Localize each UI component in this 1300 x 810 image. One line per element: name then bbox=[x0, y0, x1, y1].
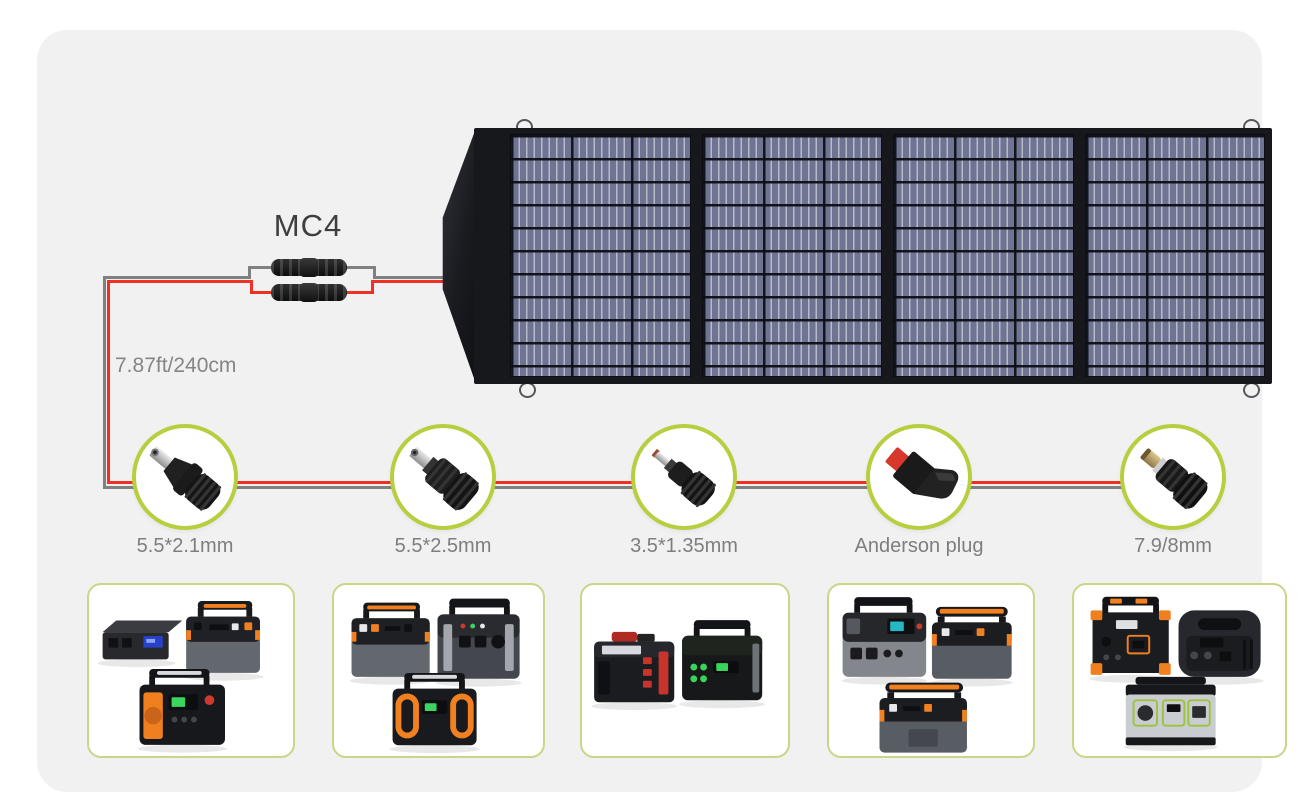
connector-label: 5.5*2.1mm bbox=[136, 535, 234, 557]
solar-panel-section bbox=[701, 134, 882, 377]
power-stations-photo bbox=[97, 601, 264, 753]
connector-circle-798 bbox=[1120, 424, 1226, 530]
compatible-devices-box-3 bbox=[580, 583, 790, 758]
solar-panel-flap bbox=[442, 128, 476, 384]
connector-circle-anderson bbox=[866, 424, 972, 530]
compatible-devices-box-5 bbox=[1072, 583, 1287, 758]
connector-label: 3.5*1.35mm bbox=[630, 535, 738, 557]
connector-circle-35135 bbox=[631, 424, 737, 530]
wire-gray-to-panel bbox=[373, 276, 449, 279]
compatible-devices-box-2 bbox=[332, 583, 545, 758]
connector-circle-5525 bbox=[390, 424, 496, 530]
power-stations-photo bbox=[349, 598, 522, 754]
solar-panel-section bbox=[1084, 134, 1265, 377]
dc-barrel-plug-7.9x8-icon bbox=[1140, 448, 1208, 510]
wire-gray-left-drop bbox=[103, 276, 106, 489]
compatible-devices-box-4 bbox=[827, 583, 1035, 758]
mc4-label: MC4 bbox=[273, 208, 343, 243]
wire-red-top-run bbox=[107, 280, 253, 283]
dc-barrel-plug-5.5x2.5-icon bbox=[409, 447, 479, 511]
wire-gray-top-run bbox=[103, 276, 250, 279]
solar-panel-section bbox=[893, 134, 1074, 377]
dc-barrel-plug-3.5x1.35-icon bbox=[651, 448, 716, 508]
power-stations-photo bbox=[1089, 596, 1264, 752]
connector-label: 5.5*2.5mm bbox=[394, 535, 492, 557]
solar-panel bbox=[474, 128, 1272, 384]
connector-label: Anderson plug bbox=[854, 535, 984, 557]
dc-barrel-plug-5.5x2.1-icon bbox=[149, 446, 222, 511]
mc4-connector-bottom bbox=[271, 283, 347, 302]
connector-label: 7.9/8mm bbox=[1134, 535, 1212, 557]
wire-red-left-drop bbox=[107, 280, 110, 484]
compatible-devices-box-1 bbox=[87, 583, 295, 758]
solar-panel-cells bbox=[510, 134, 1265, 377]
panel-grommet-bottom-right bbox=[1243, 382, 1260, 398]
wire-red-to-panel bbox=[371, 280, 449, 283]
connector-circle-5521 bbox=[132, 424, 238, 530]
anderson-plug-icon bbox=[885, 447, 959, 499]
power-stations-photo bbox=[841, 597, 1013, 753]
solar-panel-section bbox=[510, 134, 691, 377]
diagram-card: MC4 7.87ft/240cm bbox=[37, 30, 1287, 792]
power-stations-photo bbox=[591, 620, 766, 711]
cable-length-label: 7.87ft/240cm bbox=[115, 354, 237, 377]
mc4-connector-top bbox=[271, 258, 347, 277]
panel-grommet-bottom-left bbox=[519, 382, 536, 398]
